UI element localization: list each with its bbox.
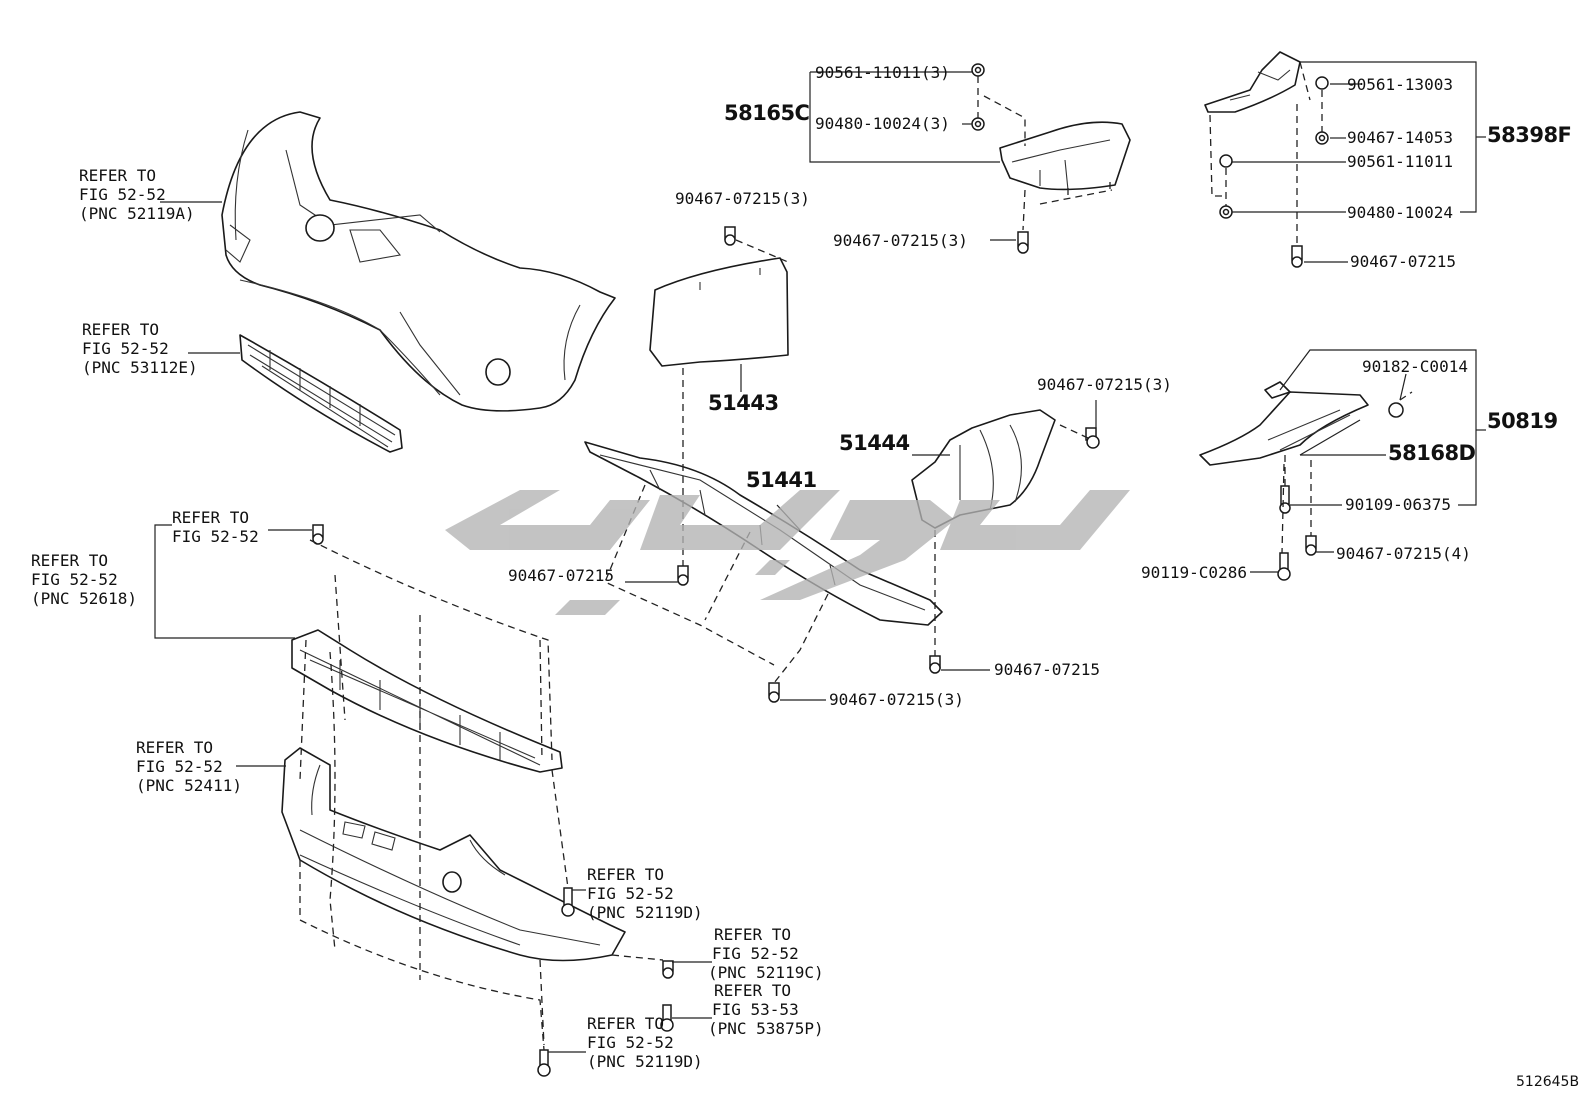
label-50819: 50819 <box>1487 409 1558 433</box>
label-90467-07215-3-d: 90467-07215(3) <box>829 690 964 709</box>
label-90480-10024: 90480-10024 <box>1347 203 1453 222</box>
label-58165C: 58165C <box>724 101 810 125</box>
label-90467-07215-3-b: 90467-07215(3) <box>675 189 810 208</box>
label-90561-11011-3: 90561-11011(3) <box>815 63 950 82</box>
label-90467-07215-4: 90467-07215(4) <box>1336 544 1471 563</box>
label-51443: 51443 <box>708 391 779 415</box>
bolt-icon <box>537 1049 551 1077</box>
bolt-icon <box>660 1004 674 1032</box>
nut-icon <box>1219 205 1233 219</box>
assembly-dashed-lines <box>299 61 1413 1051</box>
bolt-icon <box>1279 485 1291 514</box>
label-90467-07215-3-c: 90467-07215(3) <box>1037 375 1172 394</box>
clip-icon <box>1085 427 1100 449</box>
part-51443-shield <box>649 257 789 367</box>
bolt-icon <box>561 887 575 917</box>
clip-icon <box>1219 154 1233 168</box>
label-51441: 51441 <box>746 468 817 492</box>
clip-icon <box>724 226 736 246</box>
label-90467-07215-a: 90467-07215 <box>1350 252 1456 271</box>
label-90467-07215-3-a: 90467-07215(3) <box>833 231 968 250</box>
clip-icon <box>929 655 941 674</box>
lower-grille <box>239 334 403 453</box>
part-50819-plate <box>1199 381 1404 466</box>
leader-lines <box>154 61 1486 1053</box>
clip-icon <box>1305 535 1317 556</box>
front-bumper-cover <box>221 111 616 412</box>
clip-icon <box>1291 245 1303 268</box>
part-58398F-bracket <box>1204 51 1301 113</box>
label-90467-07215-c: 90467-07215 <box>994 660 1100 679</box>
label-90561-13003: 90561-13003 <box>1347 75 1453 94</box>
lower-bumper-cover <box>281 747 626 962</box>
label-51444: 51444 <box>839 431 910 455</box>
clip-icon <box>662 960 674 979</box>
clip-icon <box>971 63 985 77</box>
nut-icon <box>1315 131 1329 145</box>
fasteners <box>312 63 1329 1077</box>
clip-icon <box>1315 76 1329 90</box>
label-90182-C0014: 90182-C0014 <box>1362 357 1468 376</box>
watermark-logo <box>445 490 1130 615</box>
label-58398F: 58398F <box>1487 123 1572 147</box>
nut-icon <box>971 117 985 131</box>
label-90467-14053: 90467-14053 <box>1347 128 1453 147</box>
label-90109-06375: 90109-06375 <box>1345 495 1451 514</box>
label-58168D: 58168D <box>1388 441 1476 465</box>
label-90561-11011: 90561-11011 <box>1347 152 1453 171</box>
clip-icon <box>312 524 324 545</box>
part-58165C-bracket <box>999 121 1131 191</box>
clip-icon <box>768 682 780 703</box>
label-90467-07215-b: 90467-07215 <box>508 566 614 585</box>
label-90480-10024-3: 90480-10024(3) <box>815 114 950 133</box>
figure-id: 512645B <box>1516 1074 1580 1090</box>
clip-icon <box>677 565 689 586</box>
clip-icon <box>1017 231 1029 254</box>
label-90119-C0286: 90119-C0286 <box>1141 563 1247 582</box>
bumper-absorber <box>291 629 563 773</box>
bolt-icon <box>1277 552 1291 581</box>
